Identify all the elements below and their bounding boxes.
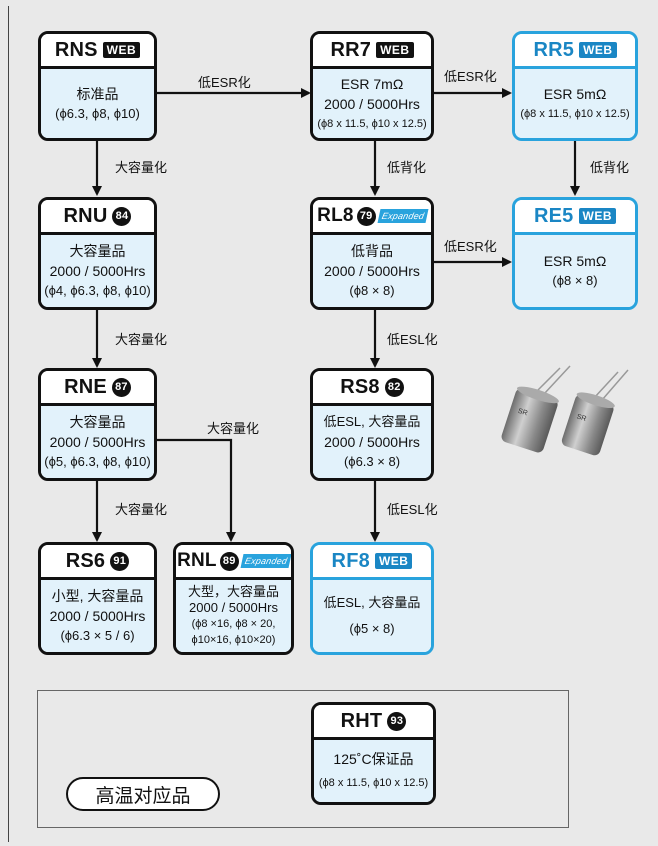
series-name: RR5: [533, 38, 575, 61]
cap-mark-2: SR: [576, 413, 587, 423]
node-life: 2000 / 5000Hrs: [324, 434, 420, 450]
node-sizes: (ϕ5 × 8): [349, 621, 395, 636]
node-life: 2000 / 5000Hrs: [49, 434, 146, 450]
high-temp-section: [37, 690, 569, 828]
edge-label-rl8-rs8: 低ESL化: [387, 332, 438, 347]
edge-label-rr5-re5: 低背化: [590, 160, 630, 175]
node-desc: ESR 5mΩ: [543, 253, 607, 269]
page-frame: [8, 6, 655, 842]
node-sizes: (ϕ5, ϕ6.3, ϕ8, ϕ10): [44, 454, 151, 469]
node-sizes: (ϕ8 × 8): [552, 273, 598, 288]
node-desc: 小型, 大容量品: [51, 588, 144, 604]
page-number-badge[interactable]: 82: [384, 377, 404, 397]
page-number-badge[interactable]: 79: [356, 206, 376, 226]
page-number-badge[interactable]: 89: [219, 551, 239, 571]
node-desc: 低背品: [351, 243, 393, 259]
section-label: 高温对应品: [66, 777, 220, 811]
page-number-badge[interactable]: 91: [110, 551, 130, 571]
edge-label-rs8-rf8: 低ESL化: [387, 502, 438, 517]
web-badge[interactable]: WEB: [578, 208, 616, 224]
node-desc: 大容量品: [69, 414, 126, 430]
node-life: 2000 / 5000Hrs: [324, 95, 420, 112]
node-desc: 低ESL, 大容量品: [323, 595, 421, 610]
series-name: RS8: [340, 375, 380, 398]
node-sizes: (ϕ8 ×16, ϕ8 × 20,: [191, 618, 276, 630]
capacitor-photo: SR SR: [501, 365, 629, 456]
web-badge[interactable]: WEB: [376, 42, 414, 58]
series-name: RNS: [54, 38, 98, 61]
edge-label-rne-rnl: 大容量化: [207, 421, 260, 436]
page-number-badge[interactable]: 84: [112, 206, 132, 226]
series-name: RS6: [65, 549, 106, 572]
node-desc: ESR 7mΩ: [340, 75, 404, 92]
node-sizes: (ϕ8 × 8): [349, 283, 395, 298]
series-name: RE5: [533, 204, 574, 227]
node-sizes: (ϕ8 x 11.5, ϕ10 x 12.5): [318, 777, 429, 789]
edge-label-rl8-re5: 低ESR化: [444, 239, 497, 254]
edge-label-rns-rr7: 低ESR化: [198, 75, 251, 90]
node-sizes: (ϕ8 x 11.5, ϕ10 x 12.5): [520, 107, 630, 120]
node-desc: ESR 5mΩ: [543, 85, 607, 102]
series-name: RL8: [317, 205, 354, 226]
edge-label-rns-rnu: 大容量化: [115, 160, 168, 175]
series-name: RNE: [64, 375, 107, 398]
web-badge[interactable]: WEB: [102, 42, 141, 58]
node-life: 2000 / 5000Hrs: [49, 608, 146, 624]
expanded-tag: Expanded: [240, 554, 291, 568]
series-name: RF8: [331, 549, 370, 572]
node-desc: 大容量品: [69, 243, 126, 259]
web-badge[interactable]: WEB: [374, 553, 413, 569]
node-sizes: (ϕ6.3 × 8): [343, 454, 401, 469]
arrow-rne-rnl: [156, 438, 236, 542]
node-sizes-2: ϕ10×16, ϕ10×20): [191, 634, 276, 646]
page-number-badge[interactable]: 87: [111, 377, 131, 397]
node-sizes: (ϕ6.3, ϕ8, ϕ10): [55, 105, 140, 121]
node-life: 2000 / 5000Hrs: [49, 263, 146, 279]
edge-label-rr7-rl8: 低背化: [387, 160, 427, 175]
series-name: RNU: [63, 204, 108, 227]
expanded-tag: Expanded: [377, 209, 429, 223]
series-name: RR7: [330, 38, 372, 61]
node-desc: 低ESL, 大容量品: [323, 414, 421, 429]
edge-label-rnu-rne: 大容量化: [115, 332, 168, 347]
page-number-badge[interactable]: 93: [387, 711, 407, 731]
series-name: RHT: [340, 709, 383, 732]
node-life: 2000 / 5000Hrs: [324, 263, 420, 279]
node-life: 2000 / 5000Hrs: [189, 600, 278, 615]
cap-mark-1: SR: [517, 408, 528, 418]
edge-label-rne-rs6: 大容量化: [115, 502, 168, 517]
web-badge[interactable]: WEB: [579, 42, 617, 58]
node-desc: 125˚C保证品: [333, 751, 414, 767]
series-name: RNL: [177, 550, 217, 571]
node-sizes: (ϕ4, ϕ6.3, ϕ8, ϕ10): [44, 283, 151, 298]
edge-label-rr7-rr5: 低ESR化: [444, 69, 497, 84]
node-sizes: (ϕ6.3 × 5 / 6): [60, 628, 135, 643]
node-desc: 标准品: [76, 85, 119, 102]
node-desc: 大型，大容量品: [187, 584, 279, 599]
node-sizes: (ϕ8 x 11.5, ϕ10 x 12.5): [317, 117, 427, 130]
